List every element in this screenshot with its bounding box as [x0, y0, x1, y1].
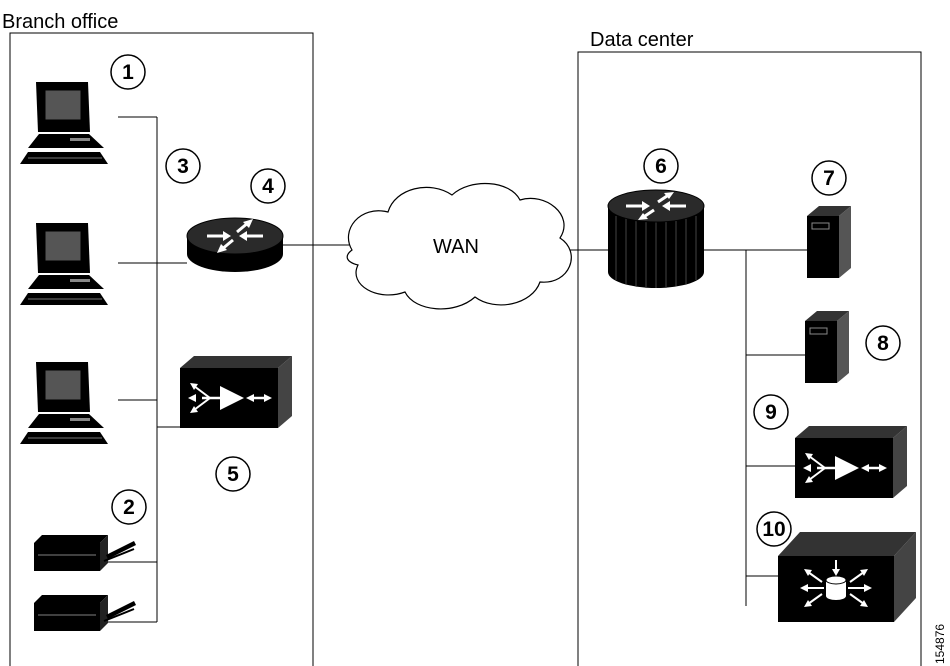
svg-text:3: 3 — [177, 155, 189, 178]
callout-8: 8 — [865, 325, 901, 361]
callout-6: 6 — [643, 148, 679, 184]
printer-1-icon — [33, 534, 137, 572]
branch-office-title: Branch office — [2, 11, 118, 33]
callout-7: 7 — [811, 160, 847, 196]
callout-3: 3 — [165, 148, 201, 184]
callout-2: 2 — [111, 489, 147, 525]
storage-appliance-icon — [778, 532, 916, 622]
callout-4: 4 — [250, 168, 286, 204]
data-center-accelerator-icon — [793, 424, 909, 500]
data-center-title: Data center — [590, 29, 694, 51]
printer-2-icon — [33, 594, 137, 632]
svg-text:9: 9 — [765, 401, 777, 424]
svg-text:10: 10 — [762, 518, 785, 541]
branch-lan-wiring — [108, 116, 187, 623]
callout-5: 5 — [215, 456, 251, 492]
callout-9: 9 — [753, 394, 789, 430]
wan-label: WAN — [433, 236, 479, 258]
server-8-icon — [804, 310, 850, 384]
wan-links — [283, 244, 608, 251]
data-center-lan-wiring — [704, 249, 807, 606]
wan-cloud: WAN — [346, 183, 572, 310]
callout-1: 1 — [110, 54, 146, 90]
svg-text:8: 8 — [877, 332, 889, 355]
data-center-boundary — [577, 51, 922, 666]
branch-accelerator-icon — [178, 354, 294, 430]
data-center-router-icon — [607, 189, 705, 288]
svg-text:1: 1 — [122, 61, 134, 84]
svg-text:4: 4 — [262, 175, 274, 198]
pc-3-icon — [19, 361, 109, 445]
callout-10: 10 — [756, 511, 792, 547]
pc-2-icon — [19, 222, 109, 306]
branch-office-boundary — [9, 32, 314, 666]
svg-text:6: 6 — [655, 155, 667, 178]
server-7-icon — [806, 205, 852, 279]
figure-id: 154876 — [933, 624, 947, 664]
pc-1-icon — [19, 81, 109, 165]
svg-text:7: 7 — [823, 167, 835, 190]
branch-router-icon — [185, 216, 285, 274]
svg-text:2: 2 — [123, 496, 135, 519]
svg-text:5: 5 — [227, 463, 239, 486]
